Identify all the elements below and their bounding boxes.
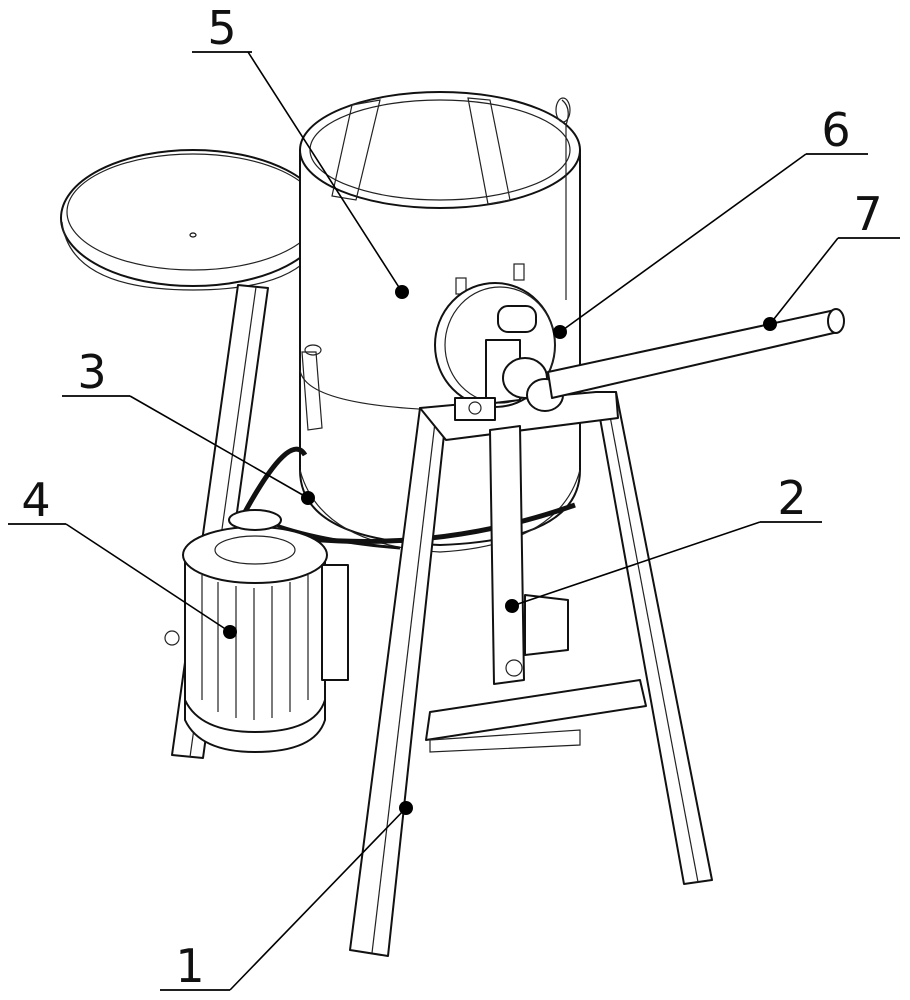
callout-4: 4 — [8, 473, 237, 639]
crank-handle — [547, 308, 845, 399]
callout-5: 5 — [192, 1, 409, 299]
callout-6: 6 — [553, 103, 868, 339]
motor — [164, 509, 349, 753]
callout-3: 3 — [62, 345, 315, 505]
callout-label-1: 1 — [175, 939, 204, 993]
callout-label-7: 7 — [853, 187, 882, 241]
tray — [60, 149, 326, 291]
callout-label-6: 6 — [821, 103, 850, 157]
callout-7: 7 — [763, 187, 900, 331]
callout-label-4: 4 — [21, 473, 50, 527]
callout-2: 2 — [505, 471, 822, 613]
callout-label-5: 5 — [207, 1, 236, 55]
callout-label-3: 3 — [77, 345, 106, 399]
callout-1: 1 — [160, 801, 413, 993]
callout-label-2: 2 — [777, 471, 806, 525]
